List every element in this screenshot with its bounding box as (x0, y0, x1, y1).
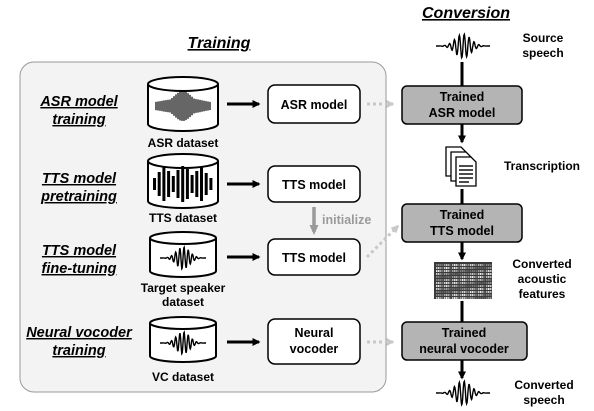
stage-tts-finetuning-line2: fine-tuning (42, 261, 117, 277)
target-speaker-dataset-label-line1: Target speaker (141, 281, 226, 295)
tts-model-box (267, 165, 361, 203)
stage-vocoder-training-line1: Neural vocoder (26, 325, 133, 341)
features-label-line3: features (519, 287, 566, 301)
tts-transfer-arrow (365, 224, 400, 259)
trained-tts-label-line1: Trained (440, 208, 484, 222)
tts-dataset-icon (147, 153, 219, 209)
training-header: Training (188, 35, 251, 52)
asr-model-label: ASR model (281, 98, 348, 112)
features-label-line1: Converted (512, 257, 571, 271)
source-speech-label-line2: speech (522, 46, 563, 60)
training-panel (19, 61, 387, 393)
vc-dataset-icon (149, 316, 217, 363)
stage-tts-pretraining-line2: pretraining (40, 189, 117, 205)
trained-tts-label-line2: TTS model (430, 224, 494, 238)
source-speech-label-line1: Source (523, 31, 564, 45)
tts-finetuned-model-label: TTS model (282, 251, 346, 265)
converted-speech-label-line1: Converted (514, 378, 573, 392)
converted-speech-label-line2: speech (523, 393, 564, 407)
stage-tts-pretraining-line1: TTS model (42, 171, 117, 187)
stage-vocoder-training-line2: training (52, 343, 105, 359)
trained-vocoder-label-line2: neural vocoder (419, 342, 509, 356)
transcription-document-icon (445, 146, 477, 187)
stage-asr-training-line1: ASR model (39, 94, 118, 110)
conversion-header: Conversion (422, 5, 510, 22)
neural-vocoder-label-line2: vocoder (290, 342, 339, 356)
asr-dataset-label: ASR dataset (148, 136, 219, 150)
tts-dataset-label: TTS dataset (149, 211, 217, 225)
features-label-line2: acoustic (518, 272, 567, 286)
trained-asr-label-line1: Trained (440, 90, 484, 104)
initialize-label: initialize (322, 213, 371, 227)
spectrogram-icon (434, 262, 492, 299)
neural-vocoder-label-line1: Neural (295, 326, 334, 340)
source-speech-waveform-icon (436, 32, 490, 60)
asr-model-box (267, 84, 361, 124)
converted-speech-waveform-icon (436, 379, 490, 407)
vc-dataset-label: VC dataset (152, 370, 214, 384)
neural-vocoder-box (267, 318, 361, 365)
stage-asr-training-line2: training (52, 112, 105, 128)
tts-finetuned-model-box (267, 238, 361, 276)
asr-dataset-icon (147, 76, 219, 132)
target-speaker-dataset-icon (149, 231, 217, 278)
trained-vocoder-label-line1: Trained (442, 326, 486, 340)
stage-tts-finetuning-line1: TTS model (42, 243, 117, 259)
trained-vocoder-box (401, 321, 528, 361)
tts-model-label: TTS model (282, 178, 346, 192)
trained-asr-label-line2: ASR model (429, 106, 496, 120)
target-speaker-dataset-label-line2: dataset (162, 295, 204, 309)
transcription-label: Transcription (504, 159, 580, 173)
